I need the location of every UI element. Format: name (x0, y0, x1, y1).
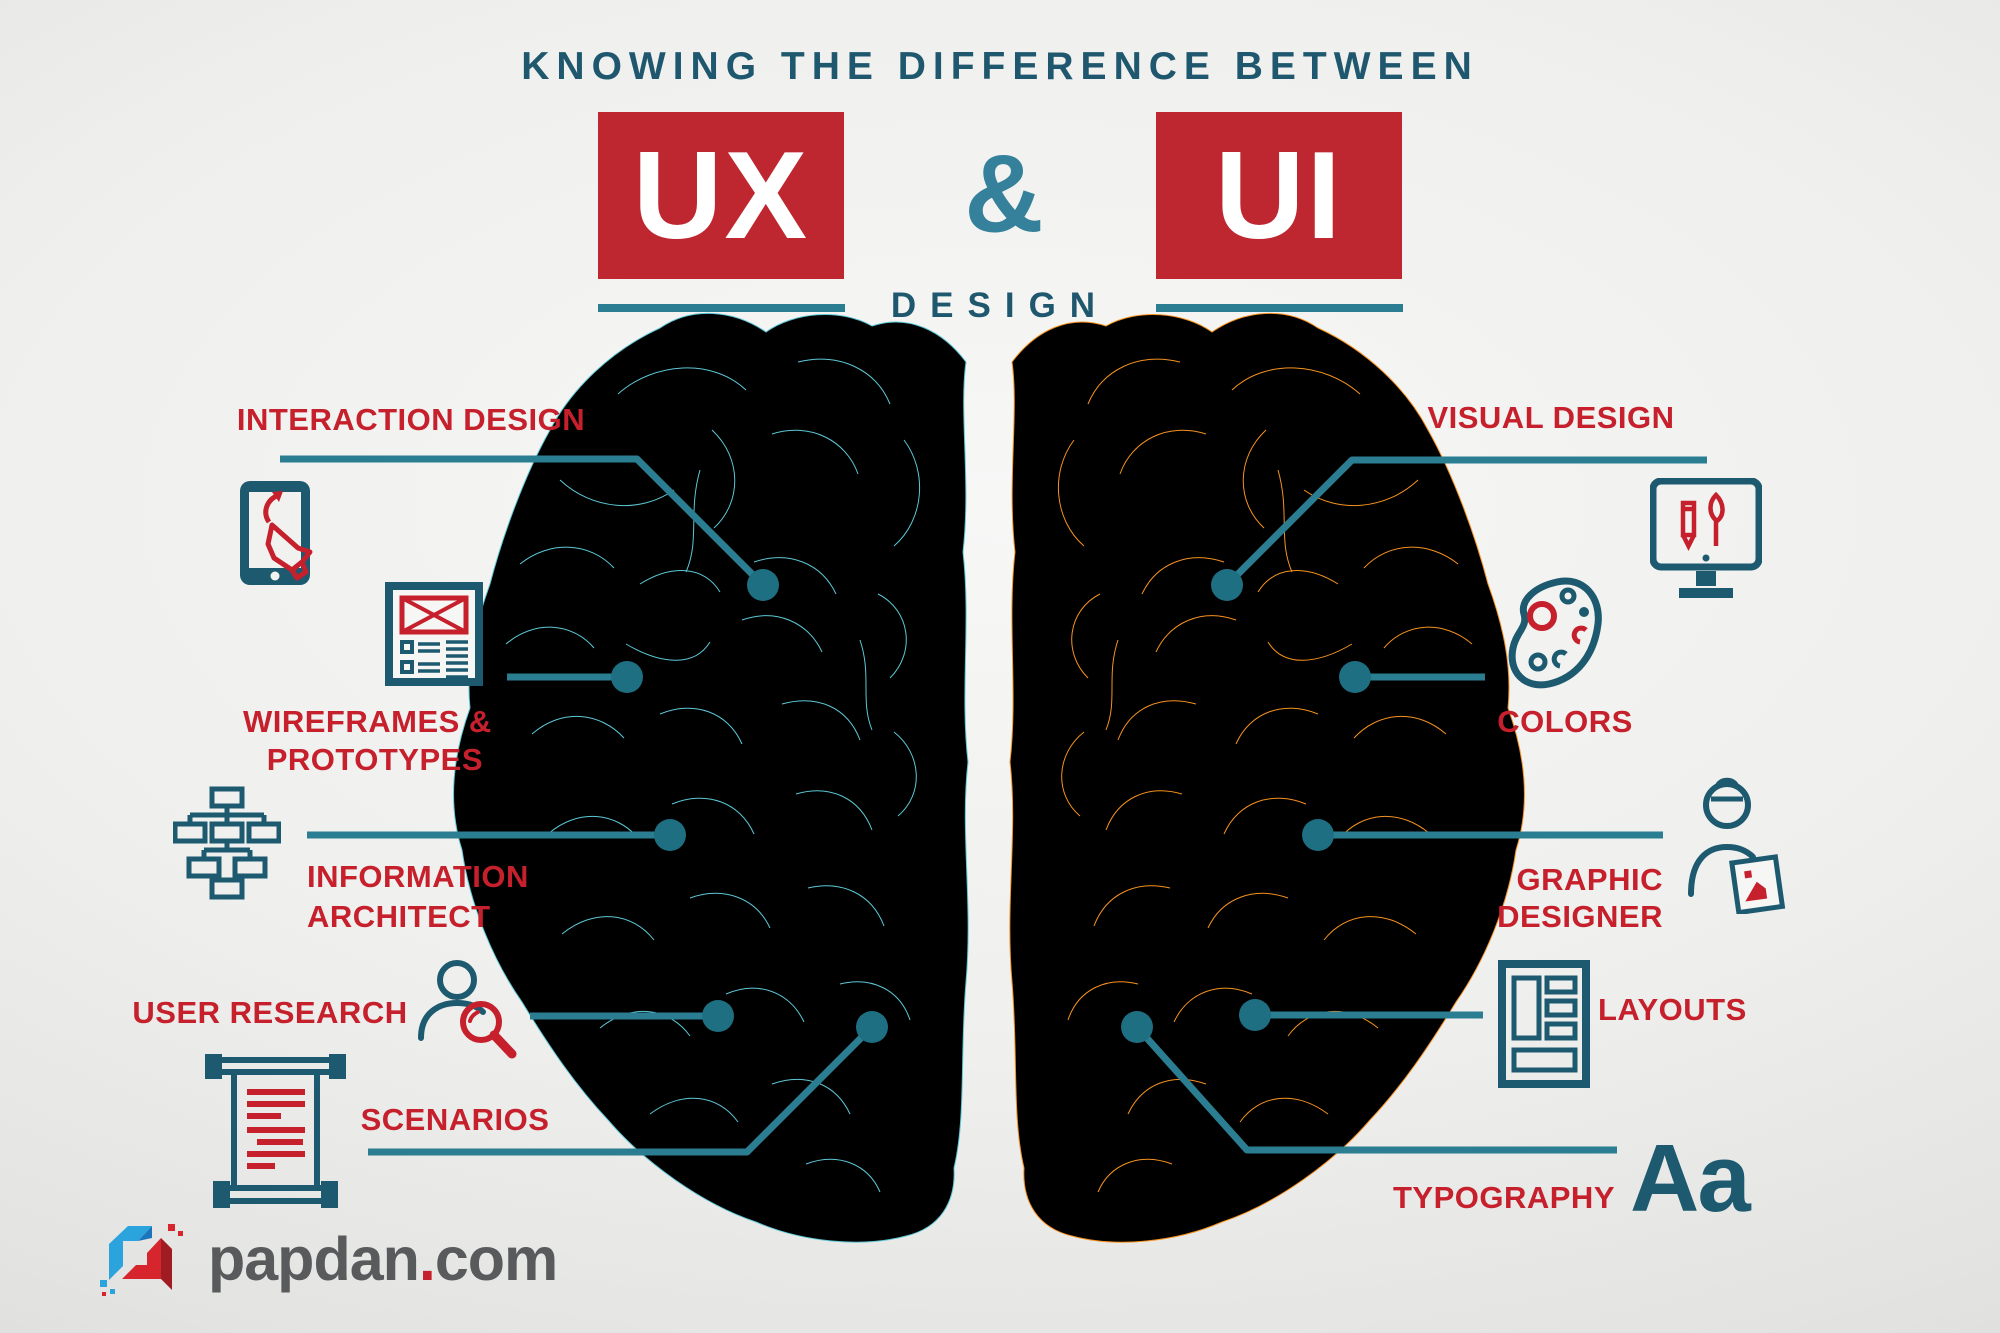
wireframe-page-icon (385, 582, 483, 686)
color-palette-icon (1508, 577, 1602, 689)
label-interaction-design: INTERACTION DESIGN (236, 402, 586, 437)
label-wireframes-prototypes: WIREFRAMES & PROTOTYPES (243, 703, 492, 779)
label-information-line1: INFORMATION (307, 859, 529, 894)
ampersand: & (964, 132, 1044, 256)
typography-sample: Aa (1630, 1125, 1751, 1232)
node-layouts (1239, 999, 1271, 1031)
node-graphic-designer (1302, 819, 1334, 851)
papdan-logo-text: papdan.com (208, 1224, 558, 1294)
ui-badge-label: UI (1215, 126, 1343, 265)
label-graphic-line1: GRAPHIC (1516, 862, 1663, 897)
label-scenarios: SCENARIOS (360, 1102, 550, 1137)
ui-badge: UI (1156, 112, 1402, 279)
connector-dots (611, 569, 1371, 1043)
label-information-architect: INFORMATION ARCHITECT (307, 857, 529, 937)
papdan-logo: papdan.com (98, 1222, 558, 1300)
node-colors (1339, 661, 1371, 693)
node-visual-design (1211, 569, 1243, 601)
logo-name: papdan (208, 1225, 420, 1293)
tap-gesture-icon (240, 481, 313, 585)
label-visual-design: VISUAL DESIGN (1427, 400, 1675, 435)
node-interaction-design (747, 569, 779, 601)
design-word: DESIGN (890, 286, 1110, 325)
connector-visual-design (1224, 456, 1707, 588)
label-typography: TYPOGRAPHY (1392, 1180, 1615, 1215)
connector-typography (1134, 1024, 1617, 1154)
label-wireframes-line1: WIREFRAMES & (243, 704, 492, 739)
node-typography (1121, 1011, 1153, 1043)
node-wireframes (611, 661, 643, 693)
label-graphic-designer: GRAPHIC DESIGNER (1497, 861, 1663, 935)
page-title: KNOWING THE DIFFERENCE BETWEEN (521, 45, 1479, 88)
label-user-research: USER RESEARCH (132, 995, 408, 1030)
brain-right-hemisphere-ui (1009, 312, 1525, 1243)
label-colors: COLORS (1497, 704, 1633, 739)
ui-underline (1156, 304, 1403, 312)
node-information-architect (654, 819, 686, 851)
connector-interaction-design (280, 455, 766, 588)
node-user-research (702, 1000, 734, 1032)
scenario-scroll-icon (205, 1054, 346, 1208)
label-information-line2: ARCHITECT (307, 899, 491, 934)
label-layouts: LAYOUTS (1598, 992, 1747, 1027)
logo-tld: com (434, 1225, 558, 1293)
label-graphic-line2: DESIGNER (1497, 899, 1663, 934)
ux-badge-label: UX (632, 126, 810, 265)
logo-dot: . (418, 1225, 436, 1293)
connector-lines (280, 455, 1707, 1156)
ux-underline (598, 304, 845, 312)
layout-grid-icon (1498, 960, 1590, 1088)
connector-scenarios (368, 1024, 875, 1156)
node-scenarios (856, 1011, 888, 1043)
graphic-designer-icon (1688, 777, 1786, 914)
papdan-logo-icon (100, 1224, 183, 1296)
label-wireframes-line2: PROTOTYPES (266, 742, 483, 777)
user-research-icon (418, 960, 517, 1059)
sitemap-icon (173, 786, 281, 900)
design-monitor-icon (1650, 478, 1762, 598)
ux-badge: UX (598, 112, 844, 279)
